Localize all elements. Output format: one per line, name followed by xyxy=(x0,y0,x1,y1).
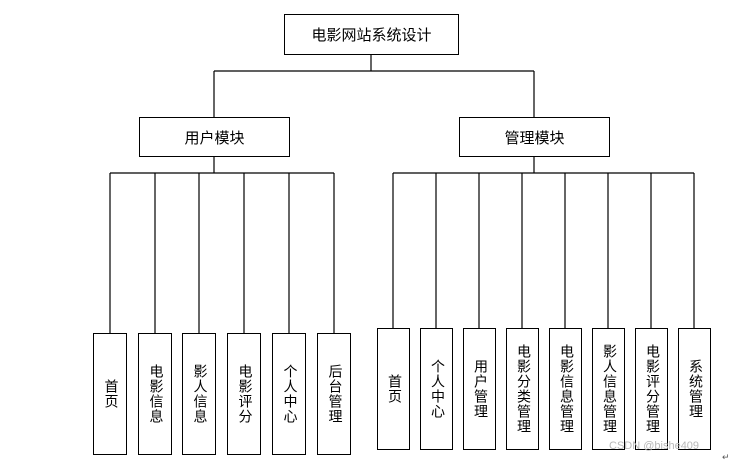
user-leaf-1: 首页 xyxy=(93,333,127,455)
user-leaf-5: 个人中心 xyxy=(272,333,306,455)
admin-leaf-3-label: 用户管理 xyxy=(472,359,488,419)
user-leaf-2-label: 电影信息 xyxy=(147,364,164,424)
user-module-label: 用户模块 xyxy=(184,128,245,147)
admin-leaf-1: 首页 xyxy=(377,328,410,450)
admin-leaf-5: 电影信息管理 xyxy=(549,328,582,450)
user-leaf-6-label: 后台管理 xyxy=(326,364,343,424)
user-leaf-3: 影人信息 xyxy=(182,333,216,455)
admin-leaf-4-label: 电影分类管理 xyxy=(515,344,531,434)
user-leaf-4-label: 电影评分 xyxy=(236,364,253,424)
admin-leaf-6: 影人信息管理 xyxy=(592,328,625,450)
admin-leaf-8: 系统管理 xyxy=(678,328,711,450)
admin-leaf-5-label: 电影信息管理 xyxy=(558,344,574,434)
user-leaf-2: 电影信息 xyxy=(138,333,172,455)
watermark: CSDN @bishe409 xyxy=(609,440,700,452)
user-leaf-4: 电影评分 xyxy=(227,333,261,455)
admin-leaf-3: 用户管理 xyxy=(463,328,496,450)
user-leaf-6: 后台管理 xyxy=(317,333,351,455)
admin-leaf-8-label: 系统管理 xyxy=(687,359,703,419)
root-node: 电影网站系统设计 xyxy=(284,14,459,55)
admin-leaf-1-label: 首页 xyxy=(386,374,402,404)
admin-leaf-2-label: 个人中心 xyxy=(429,359,445,419)
admin-leaf-2: 个人中心 xyxy=(420,328,453,450)
admin-leaf-7: 电影评分管理 xyxy=(635,328,668,450)
admin-leaf-7-label: 电影评分管理 xyxy=(644,344,660,434)
user-leaf-5-label: 个人中心 xyxy=(281,364,298,424)
user-leaf-3-label: 影人信息 xyxy=(191,364,208,424)
admin-leaf-4: 电影分类管理 xyxy=(506,328,539,450)
paragraph-mark-icon: ↵ xyxy=(722,452,730,462)
admin-leaf-6-label: 影人信息管理 xyxy=(601,344,617,434)
admin-module-label: 管理模块 xyxy=(504,128,565,147)
user-leaf-1-label: 首页 xyxy=(102,379,119,409)
user-module-node: 用户模块 xyxy=(139,117,290,157)
admin-module-node: 管理模块 xyxy=(459,117,610,157)
root-node-label: 电影网站系统设计 xyxy=(311,26,432,44)
